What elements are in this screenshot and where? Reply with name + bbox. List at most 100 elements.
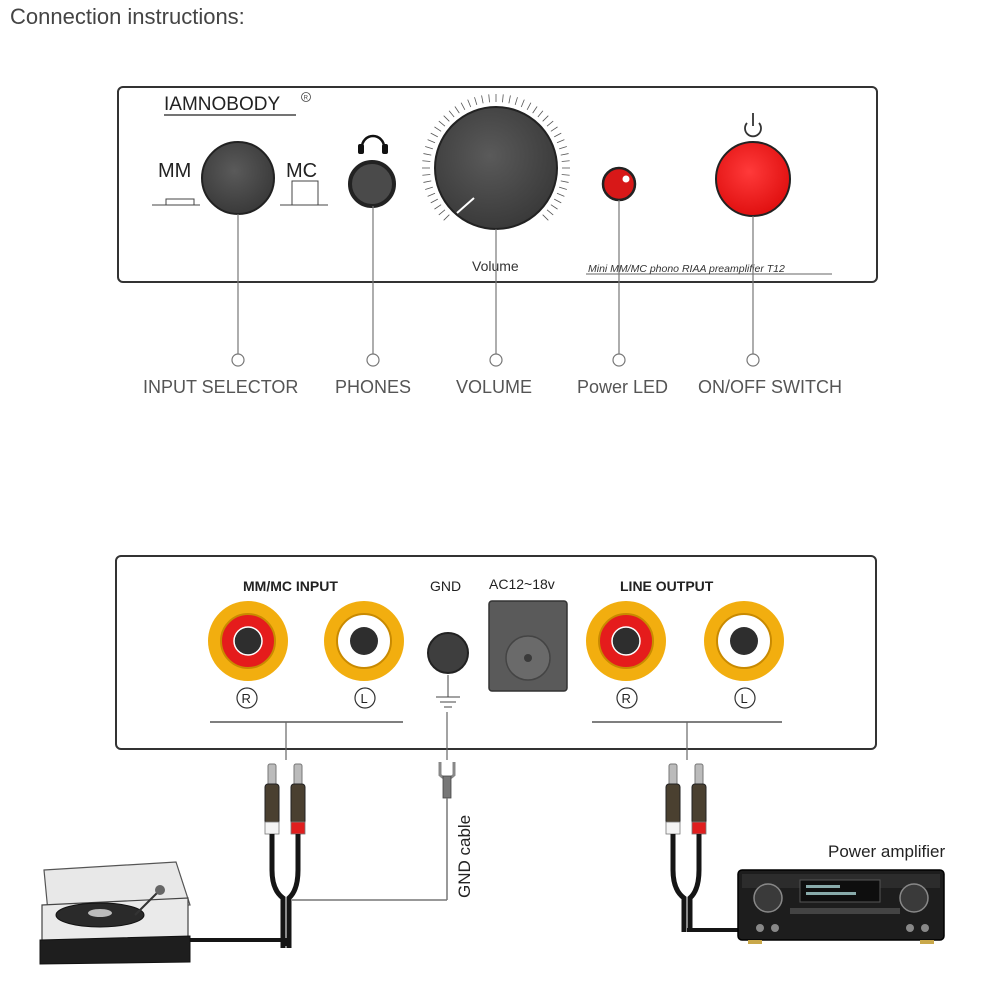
front-callouts <box>231 200 760 367</box>
volume-tick <box>546 120 554 127</box>
gnd-terminal[interactable] <box>427 632 469 674</box>
volume-knob-pointer <box>456 197 475 214</box>
gnd-cable-label: GND cable <box>455 815 474 898</box>
volume-tick <box>508 95 511 104</box>
power-icon <box>744 113 762 138</box>
volume-tick <box>427 192 436 197</box>
input-left-marker: L <box>361 691 368 706</box>
rca-output-right[interactable] <box>586 601 666 681</box>
volume-tick <box>559 146 567 150</box>
gnd-label: GND <box>430 578 461 594</box>
gnd-cable <box>292 762 456 901</box>
power-input-pin <box>524 654 532 662</box>
brand-text: IAMNOBODY <box>164 94 280 115</box>
output-label: LINE OUTPUT <box>620 578 714 594</box>
spade-connector-icon <box>438 762 456 799</box>
volume-tick <box>460 102 466 110</box>
volume-tick <box>537 110 544 118</box>
volume-tick <box>546 209 554 216</box>
volume-tick <box>422 174 431 176</box>
volume-tick <box>502 94 504 103</box>
volume-tick <box>443 115 450 122</box>
volume-tick <box>532 106 538 114</box>
volume-tick <box>554 132 562 138</box>
volume-tick <box>454 106 460 114</box>
volume-tick <box>443 214 450 221</box>
volume-tick <box>427 139 436 144</box>
callout-phones: PHONES <box>335 377 411 397</box>
volume-tick <box>560 153 569 156</box>
volume-tick <box>550 204 558 210</box>
volume-tick <box>560 180 569 183</box>
rear-connector-lines <box>285 712 688 760</box>
input-selector-knob[interactable] <box>201 141 275 215</box>
page-title: Connection instructions: <box>10 4 245 29</box>
volume-tick <box>423 180 432 183</box>
volume-tick <box>542 115 549 122</box>
rca-input-right[interactable] <box>208 601 288 681</box>
volume-tick <box>561 174 570 176</box>
rca-cable-icon <box>180 763 306 948</box>
callout-power-led: Power LED <box>577 377 668 397</box>
volume-tick <box>423 153 432 156</box>
phones-jack[interactable] <box>348 160 396 208</box>
model-text: Mini MM/MC phono RIAA preamplifier T12 <box>588 263 785 275</box>
volume-tick <box>467 99 472 108</box>
volume-tick <box>481 95 484 104</box>
headphones-icon <box>358 134 388 154</box>
volume-tick <box>422 160 431 162</box>
volume-tick <box>514 97 518 105</box>
output-left-marker: L <box>741 691 748 706</box>
input-right-marker: R <box>242 691 251 706</box>
volume-tick <box>561 160 570 162</box>
volume-tick <box>556 192 565 197</box>
volume-tick <box>430 198 438 204</box>
volume-tick <box>425 186 433 190</box>
mc-indicator <box>291 180 319 206</box>
amplifier-label: Power amplifier <box>828 842 945 861</box>
volume-tick <box>542 214 549 221</box>
input-rca-cable <box>180 763 306 948</box>
registered-letter: R <box>304 96 309 102</box>
volume-tick <box>438 120 446 127</box>
output-right-marker: R <box>622 691 631 706</box>
volume-tick <box>520 99 525 108</box>
volume-tick <box>425 146 433 150</box>
volume-tick <box>434 126 442 132</box>
channel-markers <box>236 687 756 709</box>
volume-knob[interactable] <box>434 106 558 230</box>
mc-label: MC <box>286 160 317 182</box>
callout-input-selector: INPUT SELECTOR <box>143 377 298 397</box>
turntable-icon <box>39 861 191 965</box>
power-led-highlight <box>622 175 630 183</box>
volume-tick <box>434 204 442 210</box>
rca-output-left[interactable] <box>704 601 784 681</box>
mm-label: MM <box>158 160 191 182</box>
rear-panel: MM/MC INPUT GND AC12~18v LINE OUTPUT <box>115 555 877 750</box>
front-panel: IAMNOBODY R MM MC Volume <box>117 86 878 283</box>
input-label: MM/MC INPUT <box>243 578 338 594</box>
volume-tick <box>559 186 567 190</box>
volume-tick <box>526 102 532 110</box>
amplifier-icon <box>737 869 945 944</box>
callout-volume: VOLUME <box>456 377 532 397</box>
power-input-label: AC12~18v <box>489 576 555 592</box>
ground-symbol-icon <box>436 675 460 708</box>
volume-tick <box>448 110 455 118</box>
power-led <box>601 166 637 202</box>
mm-indicator <box>165 198 195 206</box>
volume-tick <box>550 126 558 132</box>
volume-tick <box>554 198 562 204</box>
volume-tick <box>474 97 478 105</box>
output-rca-cable <box>665 763 740 932</box>
power-switch[interactable] <box>715 141 791 217</box>
volume-scale-ticks <box>422 94 570 221</box>
rca-input-left[interactable] <box>324 601 404 681</box>
volume-tick <box>488 94 490 103</box>
volume-tick <box>438 209 446 216</box>
volume-tick <box>430 132 438 138</box>
volume-tick <box>556 139 565 144</box>
registered-mark <box>301 92 311 102</box>
callout-on-off-switch: ON/OFF SWITCH <box>698 377 842 397</box>
